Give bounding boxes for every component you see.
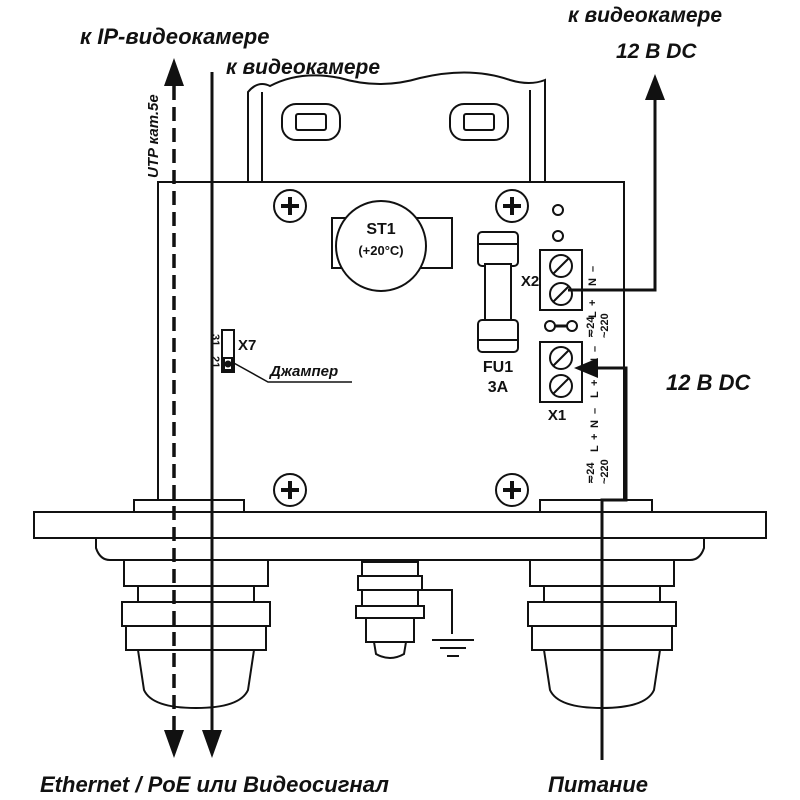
fuse-value: 3А [488,379,509,396]
camera-power-voltage: 12 В DC [616,40,697,63]
ground-bolt [355,561,453,659]
x2-pin-n: N [587,278,599,286]
thermostat: ST1 (+20°С) [331,200,453,292]
terminal-block-x1 [539,341,583,403]
video-cable [202,72,222,758]
camera-power-cable [568,74,665,292]
input-voltage-label: 12 В DC [666,370,751,395]
x7-label: X7 [238,337,256,354]
camera-power-label: к видеокамере [568,4,722,27]
indicator-hole-bottom [552,230,564,242]
bracket-slot-left-inner [295,113,327,131]
x7-connector [221,329,235,373]
x2-pin-plus: + [587,300,599,306]
ip-camera-label: к IP-видеокамере [80,24,269,49]
utp-cable [164,58,184,758]
ground-symbol [432,639,474,657]
terminal-block-x2 [539,249,583,311]
camera-label: к видеокамере [226,56,380,79]
x2-volt-ac: ~220 [599,313,611,338]
fuse-name: FU1 [483,359,513,376]
input-pin-n: N [589,420,601,428]
input-power-cable [574,358,628,760]
input-pin-plus: + [589,434,601,440]
cable-gland-left [121,559,271,710]
jumper-leader [231,361,352,383]
indicator-hole-top [552,204,564,216]
screw-top-left [273,189,307,223]
x1-pin-minus: – [589,346,601,352]
jumper-label: Джампер [268,363,338,380]
thermostat-name: ST1 [366,221,395,238]
input-volt-ac: ~220 [599,459,611,484]
plate-bottom [95,537,705,561]
input-pin-minus: – [589,408,601,414]
input-pin-l: L [589,445,601,452]
screw-top-right [495,189,529,223]
x2-pin-minus: – [587,266,599,272]
x1-pin-plus: + [589,380,601,386]
bracket-slot-right-inner [463,113,495,131]
x2-pin-l: L [587,311,599,318]
x1-label: X1 [548,407,566,424]
mounting-bracket [247,71,546,182]
input-volt-dc: ≂24 [585,462,597,484]
cable-type-label: UTP кат.5е [145,94,162,178]
screw-bottom-right [495,473,529,507]
bottom-left-label: Ethernet / PoE или Видеосигнал [40,772,389,797]
terminal-jumper [544,320,578,332]
x1-pin-l: L [589,391,601,398]
bracket-slot-right [449,103,509,141]
bottom-right-label: Питание [548,772,648,797]
plate-top [33,511,767,539]
base-plate [33,499,767,561]
x2-label: X2 [521,273,539,290]
fuse [477,231,519,353]
x2-volt-dc: ≂24 [585,316,597,338]
thermostat-value: (+20°С) [358,243,403,258]
screw-bottom-left [273,473,307,507]
bracket-slot-left [281,103,341,141]
